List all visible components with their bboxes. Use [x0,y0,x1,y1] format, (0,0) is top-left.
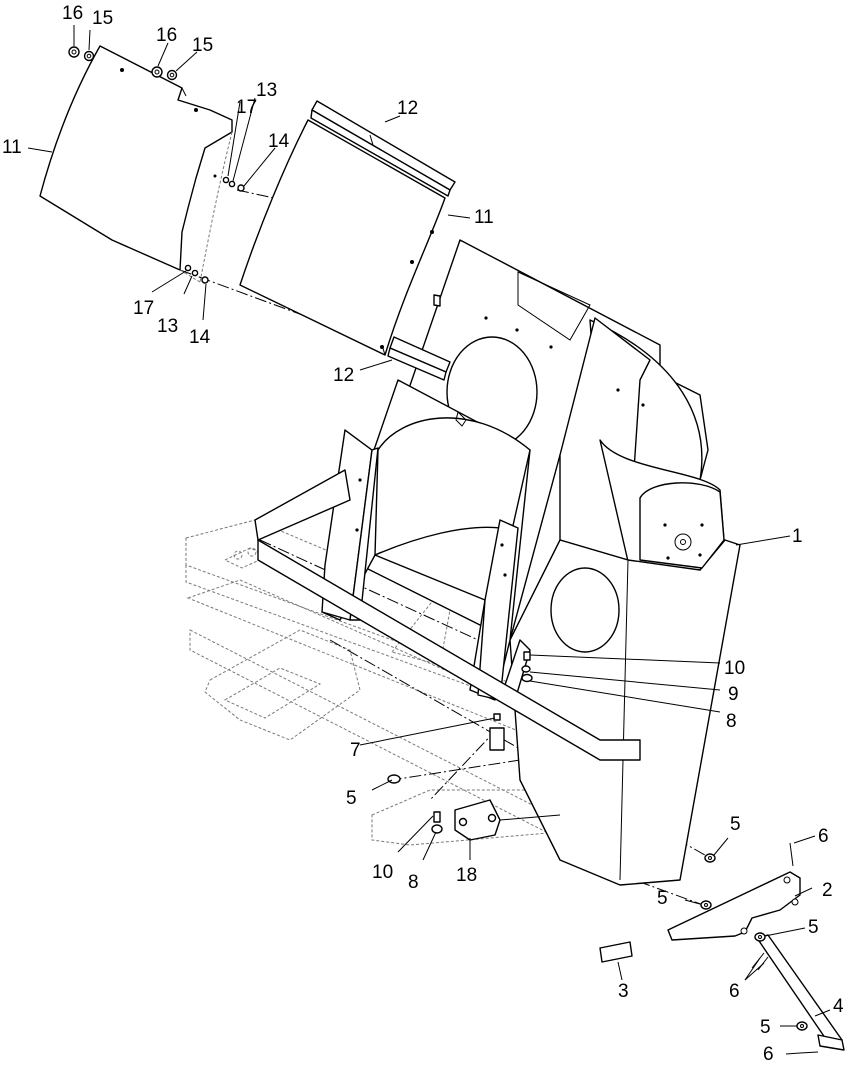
callout-16-right: 16 [156,25,177,46]
callout-8-lower: 8 [408,872,419,893]
callout-6-bottom: 6 [763,1044,774,1065]
callout-11-right: 11 [474,207,494,228]
callout-10-lower: 10 [372,862,393,883]
callout-13-bottom: 13 [157,316,178,337]
bracket [454,799,501,841]
callout-5-handle-top: 5 [808,917,819,938]
callout-16-left: 16 [62,3,83,24]
callout-10-right: 10 [724,658,745,679]
callout-5-left: 5 [346,788,357,809]
callout-labels: 1 2 3 4 5 5 5 5 5 6 6 6 7 8 8 9 10 10 11… [2,3,844,1065]
callout-4: 4 [833,996,844,1017]
callout-9: 9 [728,684,739,705]
callout-11-left: 11 [2,137,22,158]
callout-13-top: 13 [256,80,277,101]
callout-6-top: 6 [818,826,829,847]
callout-18: 18 [456,865,477,886]
seal-strip-bottom [387,294,451,381]
callout-8-right: 8 [726,711,737,732]
callout-15-right: 15 [192,35,213,56]
callout-2: 2 [822,880,833,901]
deflector-panel-right [239,119,446,356]
callout-5-right-upper: 5 [730,814,741,835]
callout-1: 1 [792,526,803,547]
lever-assembly [599,842,845,1054]
callout-3: 3 [618,981,629,1002]
callout-15-left: 15 [92,8,113,29]
callout-5-arm: 5 [657,888,668,909]
callout-6-middle: 6 [729,981,740,1002]
leader-lines [27,25,831,1055]
deflector-panel-left [39,45,233,283]
callout-17-bottom: 17 [133,298,154,319]
callout-12-top: 12 [397,98,418,119]
seal-strip-top [310,100,456,197]
main-housing [254,239,741,886]
callout-14-top: 14 [268,131,290,152]
callout-5-handle-bottom: 5 [760,1017,771,1038]
hardware-top [68,46,245,284]
callout-7: 7 [350,740,361,761]
callout-14-bottom: 14 [189,327,211,348]
callout-12-bottom: 12 [333,365,354,386]
callout-17-top: 17 [236,97,257,118]
